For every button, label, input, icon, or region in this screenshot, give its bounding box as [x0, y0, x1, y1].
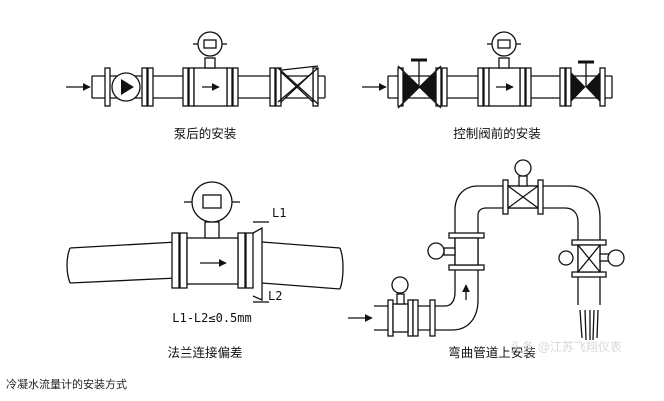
- panel-control-valve: 控制阀前的安装: [362, 31, 613, 141]
- label-pump: 泵后的安装: [174, 126, 237, 141]
- flowmeter-icon: [427, 237, 479, 266]
- watermark: 头条 @江苏飞翔仪表: [510, 340, 622, 354]
- dim-l1-label: L1: [272, 206, 286, 220]
- label-bend: 弯曲管道上安装: [448, 345, 536, 360]
- label-control-valve: 控制阀前的安装: [453, 126, 541, 141]
- flowmeter-icon: [507, 159, 539, 209]
- label-flange: 法兰连接偏差: [167, 345, 242, 360]
- figure-caption: 冷凝水流量计的安装方式: [6, 378, 127, 391]
- flowmeter-icon: [193, 31, 228, 107]
- formula-text: L1-L2≤0.5mm: [172, 311, 251, 325]
- flowmeter-icon: [184, 181, 240, 285]
- valve-icon: [397, 58, 442, 109]
- pump-icon: [111, 72, 141, 102]
- flowmeter-icon: [558, 244, 625, 273]
- valve-icon: [277, 65, 319, 105]
- flowmeter-icon: [487, 31, 521, 107]
- panel-bent-pipe: 弯曲管道上安装 头条 @江苏飞翔仪表: [348, 159, 625, 360]
- control-valve-icon: [571, 60, 600, 102]
- flowmeter-icon: [391, 276, 409, 333]
- panel-flange-deviation: L1 L2 L1-L2≤0.5mm 法兰连接偏差: [66, 181, 344, 360]
- dim-l2-label: L2: [268, 289, 282, 303]
- panel-pump: 泵后的安装: [66, 31, 326, 141]
